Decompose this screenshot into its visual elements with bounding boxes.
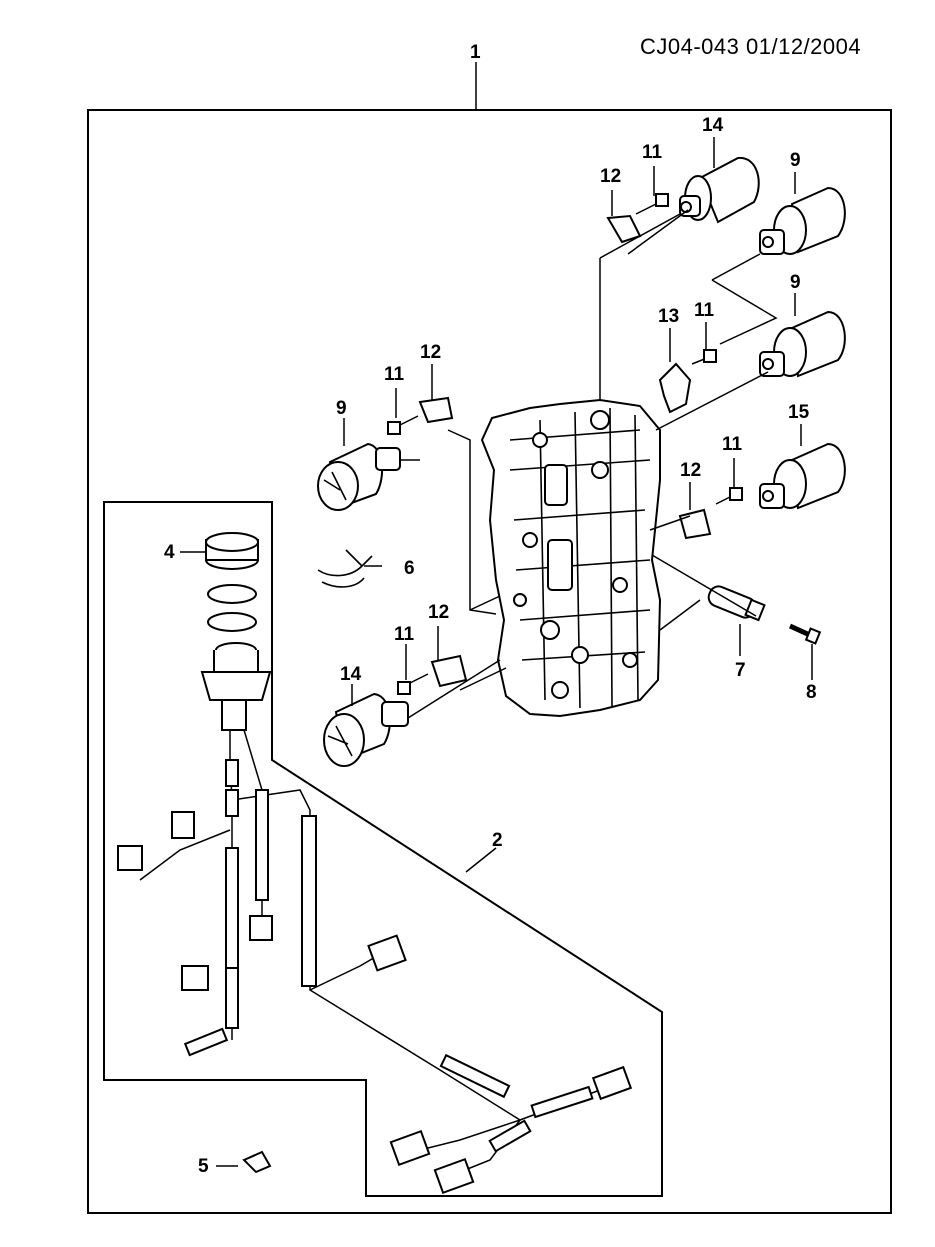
retainer-12-right <box>678 508 712 540</box>
clip-5 <box>242 1150 272 1174</box>
callout-leaders <box>180 137 813 1167</box>
callout-7: 7 <box>735 660 746 681</box>
screw-8 <box>788 623 822 645</box>
bolt-11-middle <box>691 349 717 365</box>
bolt-11-left <box>387 415 419 435</box>
callout-13: 13 <box>658 306 679 327</box>
bolt-11-top <box>635 193 669 215</box>
callout-14-top: 14 <box>702 115 724 136</box>
callout-6: 6 <box>404 558 415 579</box>
harness-subframe <box>103 501 663 1197</box>
callout-2: 2 <box>492 830 503 851</box>
harness-connector-b <box>171 811 195 839</box>
bracket-13 <box>658 362 692 414</box>
callout-11-right: 11 <box>722 434 743 455</box>
bolt-11-right <box>715 487 743 505</box>
callout-5: 5 <box>198 1156 209 1177</box>
callout-8: 8 <box>806 682 817 703</box>
connector-plug-4 <box>205 532 259 570</box>
callout-12-right: 12 <box>680 460 701 481</box>
sensor-7 <box>707 585 766 622</box>
callout-1: 1 <box>470 42 481 63</box>
retainer-12-lower <box>430 654 468 688</box>
harness-connector-g <box>389 1129 431 1167</box>
guide-lines <box>400 209 778 719</box>
callout-9-left: 9 <box>336 398 347 419</box>
callout-2-leader <box>465 847 497 873</box>
bolt-11-lower <box>397 673 429 695</box>
callout-12-left: 12 <box>420 342 441 363</box>
harness-connector-c <box>249 915 273 941</box>
harness-connector-a <box>117 845 143 871</box>
callout-11-top: 11 <box>642 142 663 163</box>
callout-12-top: 12 <box>600 166 621 187</box>
harness-connector-h <box>433 1157 475 1195</box>
valve-body <box>480 398 662 718</box>
drawing-code: CJ04-043 01/12/2004 <box>640 34 862 59</box>
harness-connector-d <box>181 965 209 991</box>
callout-11-left: 11 <box>384 364 405 385</box>
o-ring-upper <box>207 584 257 604</box>
callout-9-top: 9 <box>790 150 801 171</box>
solenoid-15 <box>759 442 846 510</box>
solenoid-9-top <box>759 186 846 255</box>
solenoid-9-middle <box>759 310 846 378</box>
harness-connector-f <box>591 1065 633 1101</box>
callout-12-lower: 12 <box>428 602 449 623</box>
callout-11-middle: 11 <box>694 300 715 321</box>
connector-housing <box>200 642 272 731</box>
o-ring-lower <box>207 612 257 632</box>
solenoid-9-left <box>317 442 401 511</box>
callout-4: 4 <box>164 542 175 563</box>
solenoid-14-top <box>679 156 760 224</box>
solenoid-14-bottom <box>323 692 409 767</box>
callout-15: 15 <box>788 402 810 423</box>
clip-6 <box>317 549 373 588</box>
retainer-12-left <box>418 396 454 424</box>
callout-14-bottom: 14 <box>340 664 362 685</box>
harness-connector-e <box>367 934 407 972</box>
wiring-harness-2 <box>139 729 601 1173</box>
callout-9-middle: 9 <box>790 272 801 293</box>
assembly-frame <box>87 109 892 1214</box>
callout-11-lower: 11 <box>394 624 415 645</box>
